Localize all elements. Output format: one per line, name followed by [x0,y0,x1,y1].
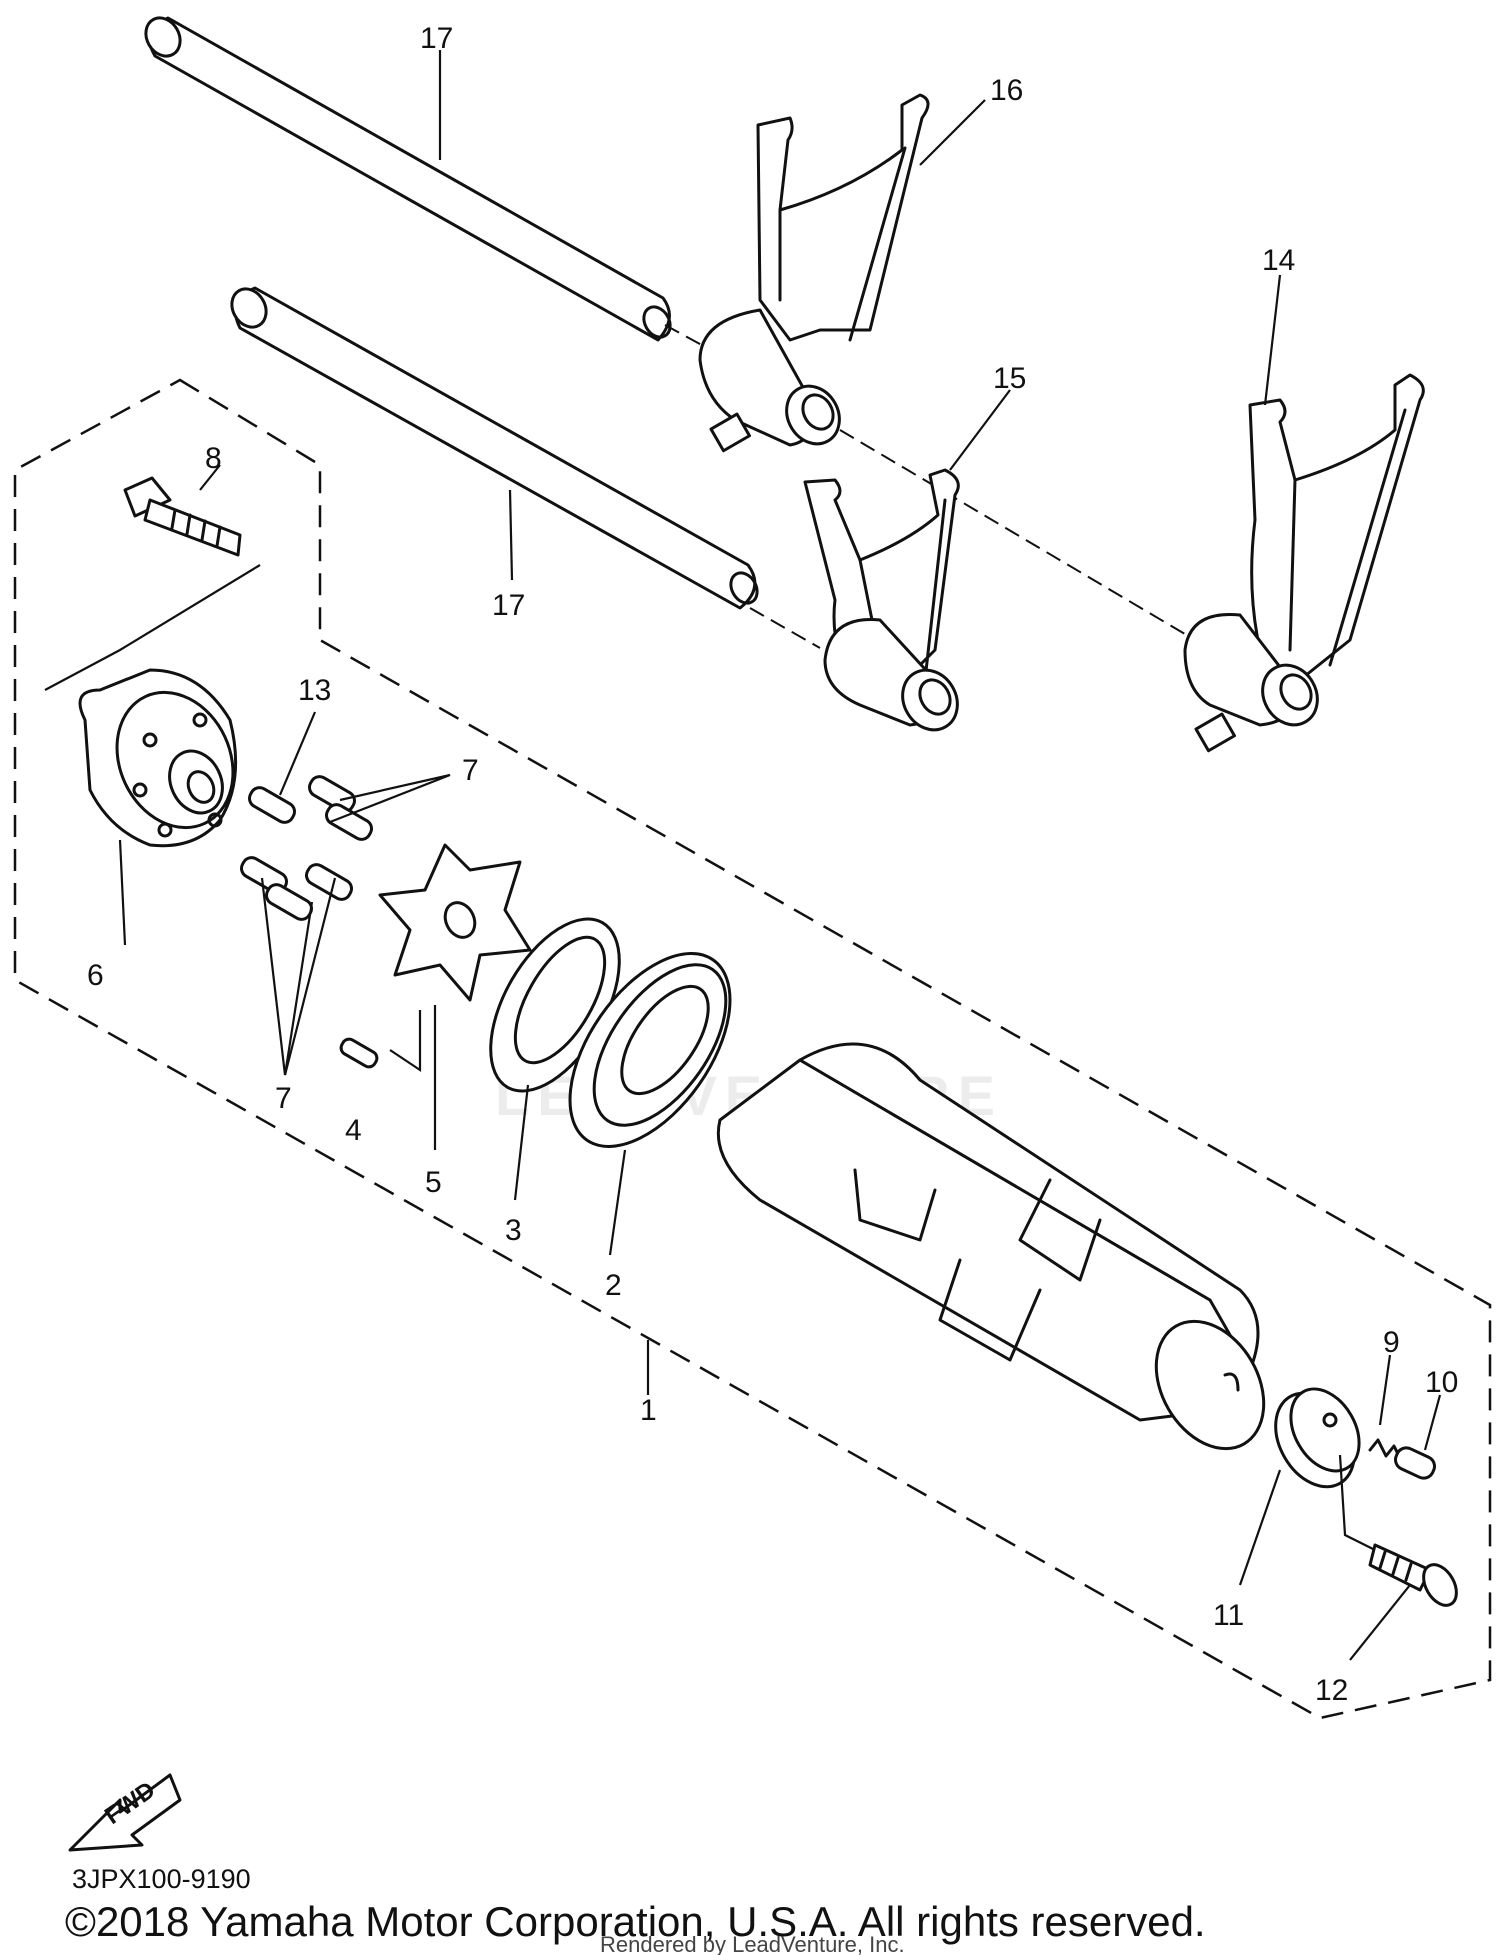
callout-7-bottom: 7 [275,1082,292,1115]
leader-6 [118,839,127,946]
callout-5: 5 [425,1166,442,1199]
leader-12 [1349,1584,1411,1661]
screw-12 [1368,1543,1458,1607]
pins-7-13 [240,775,373,921]
axis-line-lower [749,607,821,649]
leader-8 [199,464,221,491]
axis-line-mid [839,429,1196,641]
callout-15: 15 [993,362,1026,395]
leader-17-mid [508,489,514,581]
callout-4: 4 [345,1114,362,1147]
leader-10 [1423,1394,1442,1451]
callout-11: 11 [1213,1599,1244,1632]
callout-14: 14 [1262,244,1295,277]
callout-9: 9 [1383,1326,1400,1359]
callout-12: 12 [1315,1674,1348,1707]
screw-axis [1338,1454,1376,1551]
leader-15 [949,389,1011,471]
leader-7-mid [283,901,314,1076]
diagram-code: 3JPX100-9190 [72,1864,251,1894]
fwd-arrow-icon: FWD [68,1773,182,1852]
pin-4 [339,1037,379,1069]
callout-6: 6 [87,959,104,992]
shift-fork-14 [1183,373,1425,753]
callout-17-mid: 17 [492,589,525,622]
bearing-2 [568,952,732,1148]
leader-2 [608,1149,627,1256]
callout-3: 3 [505,1214,522,1247]
leader-4 [389,1010,422,1073]
screw-8 [123,476,242,557]
callout-13: 13 [298,674,331,707]
callout-8: 8 [205,442,222,475]
leader-3 [513,1084,530,1201]
shift-fork-15 [803,468,960,732]
callout-17-top: 17 [420,22,453,55]
segment-leader [44,564,261,691]
washer-11 [1274,1387,1361,1489]
fork-shaft-lower [230,286,759,610]
callout-1: 1 [640,1394,657,1427]
leader-9 [1378,1354,1392,1426]
callout-7-top: 7 [462,754,479,787]
leader-14 [1263,274,1282,406]
stopper-plate-5 [378,843,532,1002]
leader-11 [1238,1469,1282,1586]
shift-fork-16 [698,93,930,453]
callout-10: 10 [1425,1366,1458,1399]
callout-2: 2 [605,1269,622,1302]
rendered-by: Rendered by LeadVenture, Inc. [600,1932,905,1955]
copyright-notice: ©2018 Yamaha Motor Corporation, U.S.A. A… [65,1898,1206,1945]
leader-13 [278,711,317,796]
leader-7-top [329,773,451,824]
callout-16: 16 [990,74,1023,107]
fork-shaft-upper [144,16,672,342]
shift-drum [716,1042,1266,1451]
spring-9 [1368,1438,1404,1464]
pin-10 [1394,1446,1436,1480]
segment-6 [78,668,238,848]
assembly-boundary [13,378,1492,1720]
leader-16 [919,99,986,166]
